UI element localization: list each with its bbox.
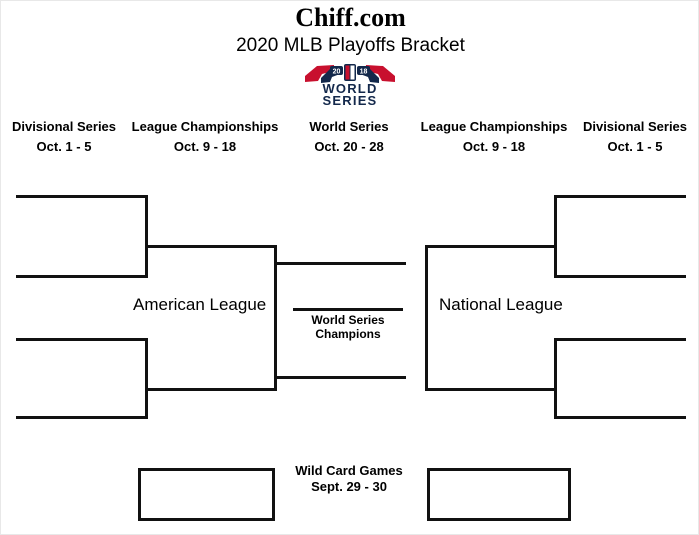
champions-line-1: World Series [311,313,385,327]
world-series-logo-graphic: 20 18 WORLD SERIES [305,64,395,107]
wildcard-box-right[interactable] [427,468,571,521]
column-header-name: League Championships [131,119,279,134]
world-series-champions-label: World Series Champions [288,313,408,341]
american-league-label: American League [133,295,267,314]
column-header-name: World Series [309,119,389,134]
bracket-line-champions-slot [293,308,403,311]
national-league-label: National League [439,295,563,314]
column-header-dates: Oct. 9 - 18 [462,139,526,154]
column-header-league-left: League Championships Oct. 9 - 18 [129,119,281,155]
column-header-dates: Oct. 1 - 5 [607,139,663,154]
wildcard-games-label: Wild Card Games Sept. 29 - 30 [287,463,411,495]
column-header-name: Divisional Series [11,119,117,134]
world-series-logo: 20 18 WORLD SERIES [304,62,396,107]
bracket-line-nl-div-top-connector [554,195,557,278]
column-header-name: League Championships [420,119,568,134]
bracket-line-nl-div-bottom-upper [554,338,686,341]
bracket-line-nl-div-top-lower [554,275,686,278]
logo-text-series: SERIES [323,93,378,107]
bracket-line-al-div-bottom-connector [145,338,148,419]
column-header-dates: Oct. 1 - 5 [36,139,92,154]
bracket-line-nlcs-connector [425,245,428,391]
bracket-line-alcs-lower [145,388,277,391]
bracket-line-al-div-top-upper [16,195,148,198]
bracket-line-nlcs-lower [425,388,557,391]
bracket-line-nlcs-upper [425,245,557,248]
page-title: 2020 MLB Playoffs Bracket [236,35,465,56]
site-title: Chiff.com [295,3,406,32]
champions-line-2: Champions [315,327,381,341]
bracket-line-nl-div-bottom-lower [554,416,686,419]
bracket-line-al-div-bottom-lower [16,416,148,419]
column-header-world-series: World Series Oct. 20 - 28 [287,119,411,155]
bracket-line-nl-div-top-upper [554,195,686,198]
wildcard-line-2: Sept. 29 - 30 [311,479,387,494]
bracket-line-ws-upper [274,262,406,265]
logo-year-left: 20 [333,69,341,76]
bracket-line-alcs-connector [274,245,277,391]
column-header-divisional-right: Divisional Series Oct. 1 - 5 [572,119,698,155]
column-header-name: Divisional Series [582,119,688,134]
column-header-divisional-left: Divisional Series Oct. 1 - 5 [1,119,127,155]
logo-year-right: 18 [360,69,368,76]
logo-text-world: WORLD [322,81,377,96]
bracket-line-al-div-top-lower [16,275,148,278]
bracket-line-nl-div-bottom-connector [554,338,557,419]
bracket-line-al-div-top-connector [145,195,148,278]
bracket-line-alcs-upper [145,245,277,248]
column-header-dates: Oct. 20 - 28 [314,139,384,154]
wildcard-line-1: Wild Card Games [295,463,403,478]
bracket-line-ws-lower [274,376,406,379]
column-header-dates: Oct. 9 - 18 [173,139,237,154]
wildcard-box-left[interactable] [138,468,275,521]
column-header-league-right: League Championships Oct. 9 - 18 [418,119,570,155]
bracket-line-al-div-bottom-upper [16,338,148,341]
